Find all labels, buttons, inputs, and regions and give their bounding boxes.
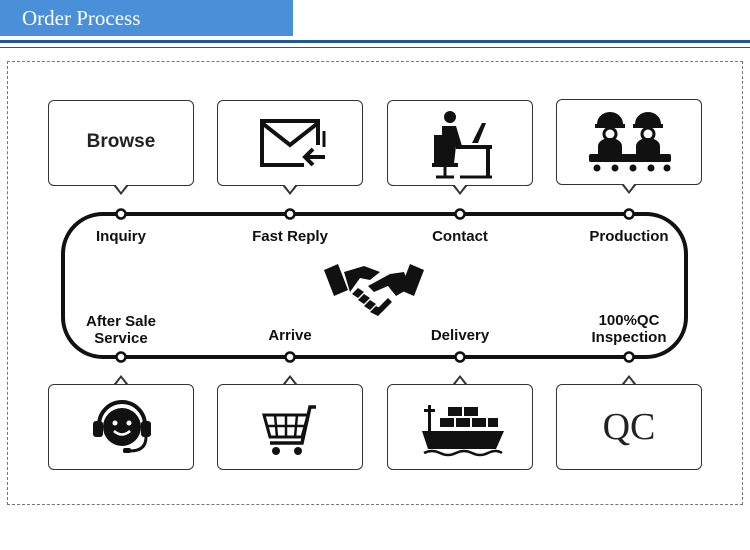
step-inquiry: Inquiry	[95, 228, 146, 245]
loop-node-production	[623, 208, 635, 220]
cargo-ship-icon	[422, 405, 504, 457]
card-fast-reply	[217, 100, 363, 186]
step-contact: Contact	[432, 228, 488, 245]
step-production: Production	[589, 228, 669, 245]
header-rule-thin	[0, 47, 750, 48]
card-browse: Browse	[48, 100, 194, 186]
factory-workers-icon	[589, 112, 671, 172]
shopping-cart-icon	[262, 405, 316, 455]
loop-node-delivery	[454, 351, 466, 363]
header-rule-thick	[0, 40, 750, 43]
card-contact	[387, 100, 533, 186]
card-qc: QC	[556, 384, 702, 470]
step-arrive: Arrive	[268, 327, 312, 344]
step-qc-inspection: 100%QC Inspection	[564, 312, 694, 346]
qc-icon-text: QC	[602, 406, 656, 448]
person-at-desk-icon	[432, 111, 492, 179]
step-qc-line2: Inspection	[591, 329, 667, 346]
envelope-reply-icon	[260, 119, 328, 169]
step-fast-reply: Fast Reply	[252, 228, 328, 245]
step-after-sale-line2: Service	[94, 330, 148, 347]
step-after-sale: After Sale Service	[56, 313, 186, 347]
card-delivery	[387, 384, 533, 470]
headset-agent-icon	[93, 400, 151, 453]
card-arrive	[217, 384, 363, 470]
step-delivery: Delivery	[430, 327, 490, 344]
handshake-icon	[324, 264, 424, 316]
loop-node-contact	[454, 208, 466, 220]
loop-node-arrive	[284, 351, 296, 363]
step-after-sale-line1: After Sale	[85, 313, 157, 330]
loop-node-inquiry	[115, 208, 127, 220]
step-qc-line1: 100%QC	[598, 312, 660, 329]
diagram-frame	[7, 61, 743, 505]
loop-node-fast-reply	[284, 208, 296, 220]
page-title: Order Process	[22, 6, 141, 30]
loop-node-qc	[623, 351, 635, 363]
card-production	[556, 99, 702, 185]
card-after-sale	[48, 384, 194, 470]
header-tab: Order Process	[0, 0, 293, 36]
browse-label: Browse	[86, 131, 156, 152]
loop-node-after-sale	[115, 351, 127, 363]
